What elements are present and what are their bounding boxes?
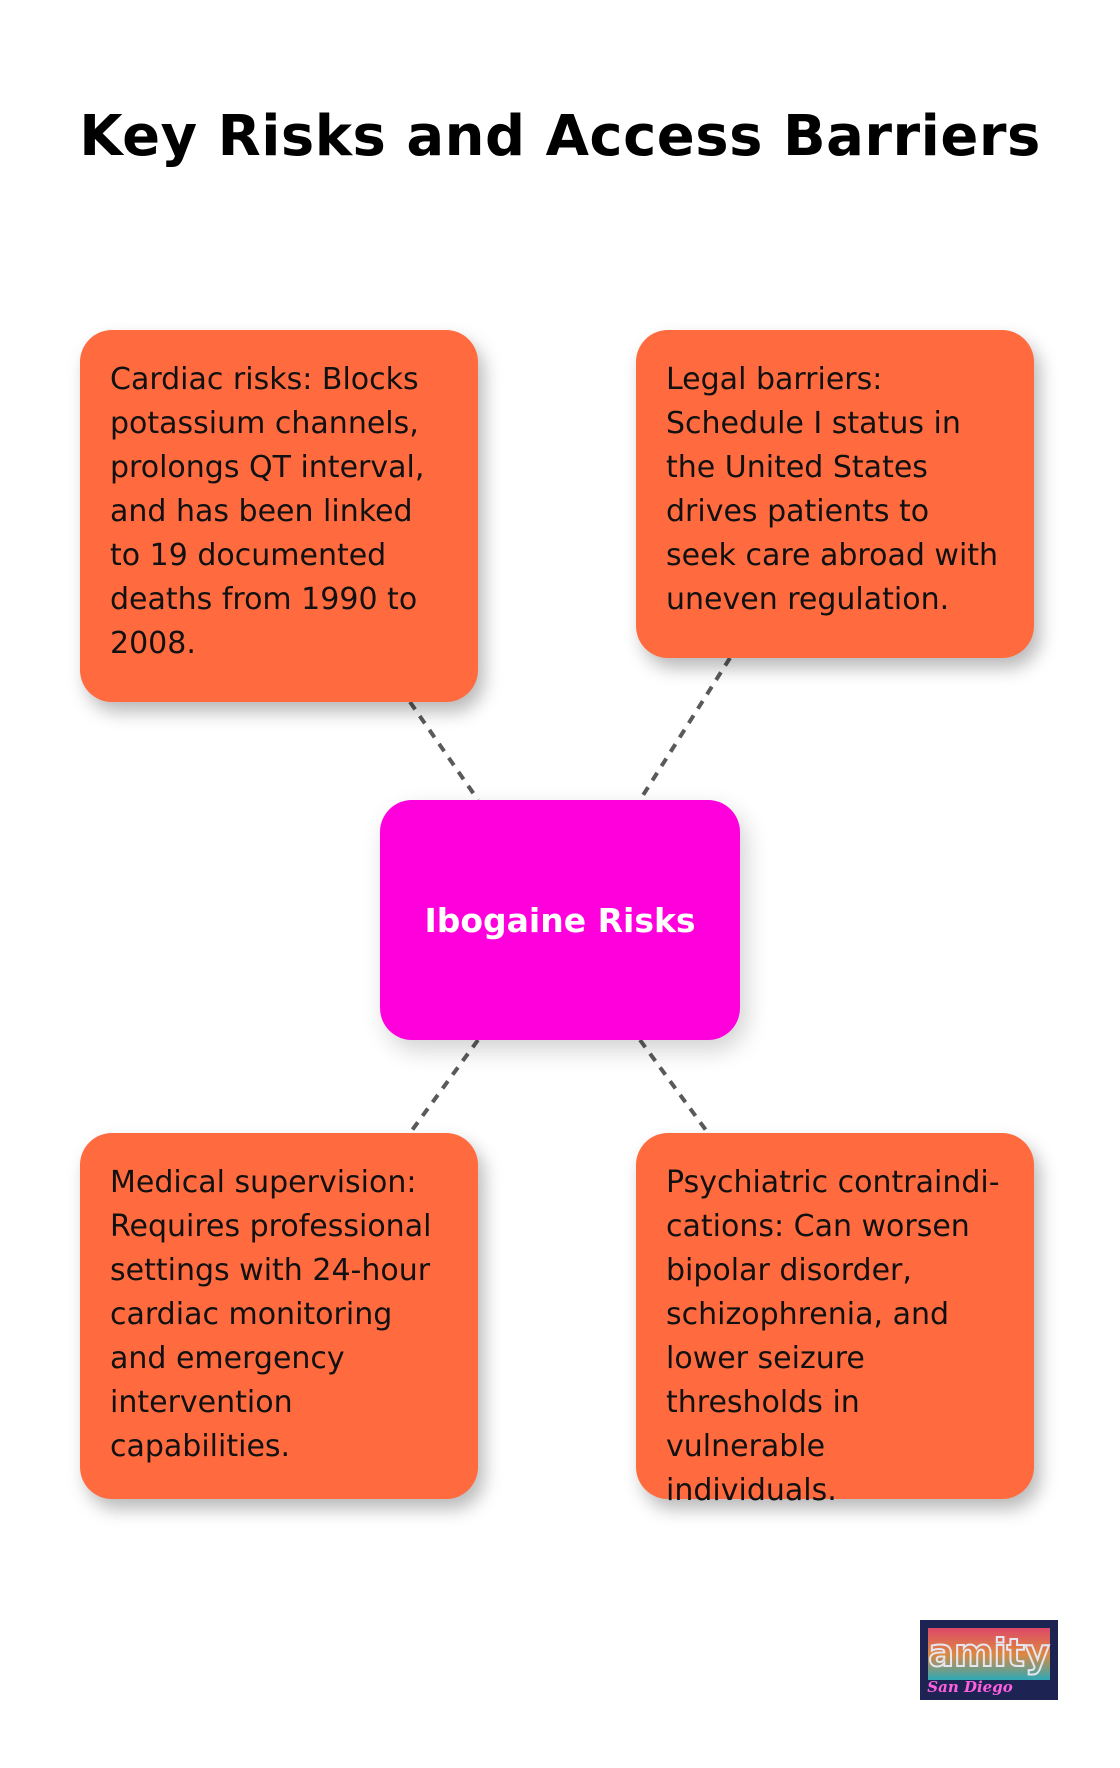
node-legal-barriers: Legal barriers: Schedule I status in the… (636, 330, 1034, 658)
node-psychiatric-contraindications: Psychiatric contraindi-cations: Can wors… (636, 1133, 1034, 1508)
connector-psychiatric (638, 1038, 710, 1135)
logo-text-top: amity (928, 1631, 1049, 1675)
node-text: Cardiac risks: Blocks potassium channels… (110, 362, 425, 661)
page-title: Key Risks and Access Barriers (79, 104, 1041, 169)
node-text: Legal barriers: Schedule I status in the… (666, 362, 999, 617)
connector-cardiac (408, 700, 480, 802)
logo-graphic: amity San Diego (927, 1628, 1051, 1696)
node-cardiac-risks: Cardiac risks: Blocks potassium channels… (80, 330, 478, 702)
node-medical-supervision: Medical supervision: Requires profession… (80, 1133, 478, 1499)
amity-logo: amity San Diego (920, 1620, 1058, 1700)
connector-legal (638, 656, 732, 802)
node-text: Medical supervision: Requires profession… (110, 1165, 432, 1464)
center-node-label: Ibogaine Risks (424, 900, 696, 940)
connector-medical (408, 1038, 480, 1135)
logo-text-bottom: San Diego (927, 1678, 1012, 1696)
center-node: Ibogaine Risks (380, 800, 740, 1040)
node-text: Psychiatric contraindi-cations: Can wors… (666, 1165, 1000, 1508)
